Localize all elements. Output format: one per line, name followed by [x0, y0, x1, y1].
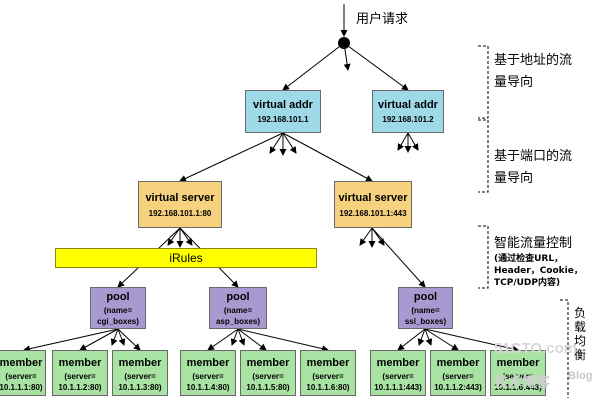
watermark-brand: 51CTO.com — [494, 340, 578, 357]
virtual-server-node: virtual server 192.168.101.1:80 — [138, 181, 222, 228]
member-node: member (server= 10.1.1.1:443) — [370, 350, 426, 396]
virtual-addr-node: virtual addr 192.168.101.2 — [372, 90, 444, 133]
addr-routing-label: 基于地址的流 量导向 — [494, 50, 572, 94]
virtual-addr-node: virtual addr 192.168.101.1 — [245, 90, 321, 133]
pool-node: pool (name= cgi_boxes) — [90, 287, 146, 329]
node-title: virtual addr — [253, 99, 313, 111]
member-node: member (server= 10.1.1.2:80) — [52, 350, 108, 396]
node-ip: 192.168.101.2 — [382, 115, 434, 124]
virtual-server-node: virtual server 192.168.101.1:443 — [334, 181, 412, 228]
port-routing-label: 基于端口的流 量导向 — [494, 146, 572, 190]
node-address: 192.168.101.1:443 — [339, 209, 407, 218]
bracket-load-balance — [560, 299, 569, 398]
node-title: virtual addr — [378, 99, 438, 111]
bracket-addr-routing — [478, 45, 489, 119]
pool-name-value: cgi_boxes) — [97, 317, 139, 326]
irules-bar: iRules — [55, 248, 317, 268]
node-title: member — [376, 357, 420, 369]
member-server-line: (server= — [382, 372, 414, 381]
pool-name-value: asp_boxes) — [215, 317, 261, 326]
node-title: member — [0, 357, 43, 369]
port-routing-line1: 基于端口的流 — [494, 149, 573, 164]
pool-name-line: (name= — [411, 306, 440, 315]
member-server-value: 10.1.1.3:80) — [118, 383, 162, 392]
member-server-value: 10.1.1.4:80) — [186, 383, 230, 392]
member-server-value: 10.1.1.1:443) — [374, 383, 422, 392]
node-title: pool — [413, 291, 438, 303]
node-title: virtual server — [338, 192, 408, 204]
member-server-value: 10.1.1.6:80) — [306, 383, 350, 392]
member-server-line: (server= — [502, 372, 534, 381]
pool-name-value: ssl_boxes) — [404, 317, 447, 326]
node-title: pool — [106, 291, 130, 303]
member-node: member (server= 10.1.1.3:80) — [112, 350, 168, 396]
smart-control-title: 智能流量控制 — [494, 236, 573, 251]
member-server-value: 10.1.1.5:80) — [246, 383, 290, 392]
node-address: 192.168.101.1:80 — [148, 209, 212, 218]
node-title: member — [306, 357, 350, 369]
node-title: member — [436, 357, 480, 369]
request-label: 用户请求 — [356, 12, 409, 27]
node-title: virtual server — [145, 192, 215, 204]
watermark-blog: Blog — [568, 370, 593, 382]
watermark-subtitle: 技术博客 — [494, 375, 550, 391]
member-node: member (server= 10.1.1.1:80) — [0, 350, 46, 396]
node-title: member — [186, 357, 230, 369]
node-title: member — [58, 357, 102, 369]
member-server-value: 10.1.1.6:443) — [494, 383, 542, 392]
member-node: member (server= 10.1.1.6:443) — [490, 350, 546, 396]
member-node: member (server= 10.1.1.2:443) — [430, 350, 486, 396]
member-server-line: (server= — [192, 372, 224, 381]
pool-node: pool (name= asp_boxes) — [209, 287, 267, 329]
node-title: member — [496, 357, 540, 369]
member-server-line: (server= — [442, 372, 474, 381]
pool-name-line: (name= — [103, 306, 133, 315]
bracket-smart-control — [478, 225, 489, 289]
member-server-value: 10.1.1.1:80) — [0, 383, 43, 392]
smart-control-detail-2: Header，Cookie， — [494, 266, 583, 276]
load-balance-label: 负载均衡 — [574, 306, 587, 362]
port-routing-line2: 量导向 — [494, 171, 534, 186]
smart-control-label: 智能流量控制 (通过检查URL， Header，Cookie， TCP/UDP内… — [494, 232, 583, 289]
member-node: member (server= 10.1.1.4:80) — [180, 350, 236, 396]
pool-name-line: (name= — [223, 306, 253, 315]
member-server-line: (server= — [312, 372, 344, 381]
node-title: member — [118, 357, 162, 369]
member-node: member (server= 10.1.1.6:80) — [300, 350, 356, 396]
node-title: member — [246, 357, 290, 369]
member-server-line: (server= — [64, 372, 96, 381]
pool-node: pool (name= ssl_boxes) — [398, 287, 453, 329]
addr-routing-line2: 量导向 — [494, 75, 534, 90]
addr-routing-line1: 基于地址的流 — [494, 53, 573, 68]
node-ip: 192.168.101.1 — [257, 115, 309, 124]
bracket-port-routing — [478, 119, 489, 193]
member-node: member (server= 10.1.1.5:80) — [240, 350, 296, 396]
node-title: pool — [226, 291, 250, 303]
smart-control-detail-1: (通过检查URL， — [494, 254, 564, 264]
member-server-line: (server= — [124, 372, 156, 381]
member-server-line: (server= — [252, 372, 284, 381]
member-server-value: 10.1.1.2:80) — [58, 383, 102, 392]
smart-control-detail-3: TCP/UDP内容) — [494, 278, 561, 288]
member-server-value: 10.1.1.2:443) — [434, 383, 482, 392]
member-server-line: (server= — [5, 372, 37, 381]
